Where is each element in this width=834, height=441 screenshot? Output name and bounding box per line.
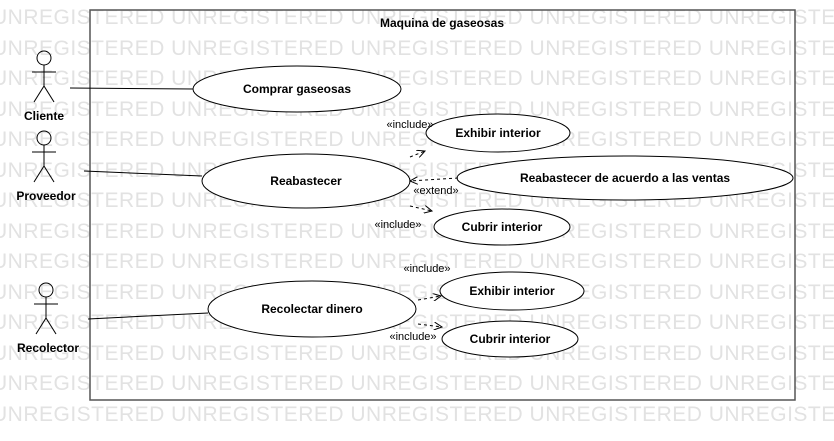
actor-cliente-label: Cliente [24,109,64,123]
use-case-comprar-gaseosas[interactable]: Comprar gaseosas [192,65,402,113]
use-case-recolectar-dinero-label: Recolectar dinero [261,302,362,316]
actor-recolector[interactable] [34,282,58,335]
include-arrow-cubrir-1 [409,206,432,211]
association-proveedor-reabastecer [83,170,203,177]
extend-arrow-reabastecer-ventas [410,178,459,181]
use-case-reabastecer-ventas[interactable]: Reabastecer de acuerdo a las ventas [456,155,794,201]
include-arrow-exhibir-2 [417,296,441,300]
use-case-exhibir-interior-1[interactable]: Exhibir interior [425,113,571,153]
include-label-cubrir-2: «include» [389,331,436,343]
include-label-exhibir-2: «include» [403,263,450,275]
include-arrow-cubrir-2 [417,324,442,327]
use-case-recolectar-dinero[interactable]: Recolectar dinero [207,280,417,338]
use-case-cubrir-interior-1[interactable]: Cubrir interior [433,208,571,246]
actor-proveedor-label: Proveedor [16,189,76,203]
use-case-exhibir-interior-1-label: Exhibir interior [455,126,541,140]
use-case-comprar-gaseosas-label: Comprar gaseosas [243,82,351,96]
use-case-cubrir-interior-2-label: Cubrir interior [470,332,551,346]
use-case-exhibir-interior-2-label: Exhibir interior [469,284,555,298]
include-label-cubrir-1: «include» [374,219,421,231]
association-cliente-comprar [69,87,195,90]
include-arrow-exhibir-1 [409,151,425,157]
use-case-reabastecer-label: Reabastecer [270,174,342,188]
use-case-exhibir-interior-2[interactable]: Exhibir interior [439,271,585,311]
system-title: Maquina de gaseosas [380,16,504,30]
include-label-exhibir-1: «include» [386,119,433,131]
extend-label: «extend» [413,185,458,197]
use-case-cubrir-interior-1-label: Cubrir interior [462,220,543,234]
use-case-cubrir-interior-2[interactable]: Cubrir interior [441,320,579,358]
association-recolector-recolectar [87,312,209,320]
use-case-reabastecer-ventas-label: Reabastecer de acuerdo a las ventas [520,171,730,185]
actor-proveedor[interactable] [32,130,56,183]
actor-cliente[interactable] [32,50,56,103]
use-case-reabastecer[interactable]: Reabastecer [201,153,411,209]
actor-recolector-label: Recolector [17,341,79,355]
system-boundary [89,9,796,401]
